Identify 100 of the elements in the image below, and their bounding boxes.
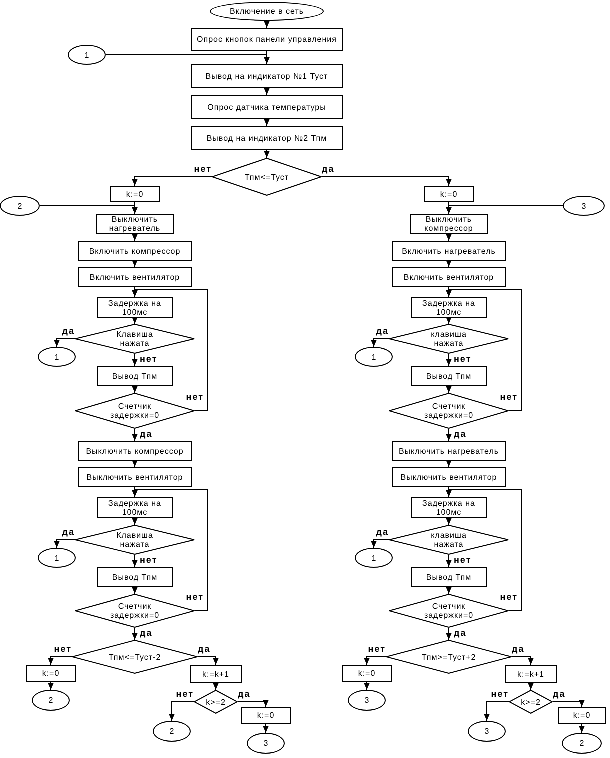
- process-box: [410, 214, 488, 234]
- flow-arrow: [446, 290, 522, 412]
- edge-label: да: [553, 689, 566, 699]
- decision-diamond: [386, 640, 512, 674]
- flow-arrow: [40, 206, 138, 214]
- flow-arrow: [446, 234, 452, 242]
- condition-text: клавиша нажата: [430, 330, 468, 348]
- edge-label: да: [322, 164, 335, 174]
- process-box: [191, 64, 343, 88]
- flow-arrow: [132, 290, 208, 412]
- connector-number: 2: [48, 696, 54, 705]
- connector-ellipse: [0, 196, 40, 216]
- flow-arrow: [132, 586, 138, 594]
- process-box: [392, 467, 506, 487]
- connector-ellipse: [355, 347, 393, 367]
- flow-arrow: [264, 118, 270, 126]
- process-box: [558, 707, 606, 724]
- edge-label: да: [198, 644, 211, 654]
- flow-arrow: [552, 700, 585, 708]
- step-text: Вывод на индикатор №2 Тпм: [206, 134, 328, 142]
- process-box: [191, 28, 343, 51]
- step-text: Выключить нагреватель: [108, 215, 162, 233]
- connector-number: 2: [18, 202, 22, 210]
- step-text: Опрос кнопок панели управления: [197, 35, 337, 44]
- flow-arrow: [132, 176, 212, 186]
- flow-arrow: [446, 518, 452, 526]
- flow-arrow: [48, 682, 54, 690]
- process-box: [411, 297, 487, 318]
- connector-ellipse: [38, 548, 76, 568]
- edge-label: да: [238, 689, 251, 699]
- step-text: k:=0: [42, 669, 60, 678]
- decision-diamond: [212, 158, 322, 196]
- flow-arrow: [446, 460, 452, 468]
- step-text: Задержка на 100мс: [108, 298, 162, 316]
- step-text: Выключить вентилятор: [86, 472, 184, 482]
- flow-arrow: [263, 724, 269, 734]
- connector-number: 3: [364, 696, 370, 705]
- edge-label: нет: [500, 592, 518, 602]
- flow-arrow: [446, 490, 522, 612]
- condition-text: Тпм<=Туст: [244, 172, 290, 182]
- flow-arrow: [446, 586, 452, 594]
- process-box: [78, 241, 192, 261]
- flow-arrow: [132, 354, 138, 366]
- process-box: [342, 665, 392, 682]
- step-text: k:=k+1: [202, 670, 230, 678]
- edge-label: да: [62, 326, 75, 336]
- edge-label: нет: [176, 689, 194, 699]
- edge-label: нет: [186, 392, 204, 402]
- process-box: [190, 665, 242, 683]
- flow-arrow: [484, 702, 510, 722]
- edge-label: нет: [186, 592, 204, 602]
- connector-ellipse: [563, 196, 605, 216]
- connector-ellipse: [348, 690, 386, 711]
- connector-number: 3: [264, 739, 268, 748]
- process-box: [411, 567, 487, 587]
- flow-arrow: [198, 656, 219, 666]
- condition-text: k>=2: [206, 698, 226, 706]
- edge-label: нет: [194, 164, 212, 174]
- step-text: Опрос датчика температуры: [208, 102, 326, 112]
- edge-label: да: [512, 644, 525, 654]
- flow-arrow: [54, 338, 76, 348]
- decision-diamond: [389, 324, 509, 354]
- flow-arrow: [371, 338, 390, 348]
- flow-arrow: [132, 554, 138, 568]
- decision-diamond: [72, 640, 198, 674]
- process-box: [78, 467, 192, 487]
- flow-arrow: [132, 386, 138, 394]
- connector-ellipse: [38, 347, 76, 367]
- process-box: [424, 186, 474, 202]
- flow-arrow: [528, 682, 534, 690]
- connector-ellipse: [355, 548, 393, 568]
- edge-label: да: [376, 326, 389, 336]
- flow-arrow: [106, 54, 270, 64]
- step-text: Вывод Тпм: [426, 372, 472, 380]
- step-text: k:=0: [358, 669, 376, 678]
- process-box: [97, 366, 173, 386]
- edge-label: нет: [140, 354, 158, 364]
- process-box: [392, 241, 506, 261]
- connector-number: 1: [372, 352, 376, 362]
- edge-label: да: [454, 628, 467, 638]
- process-box: [26, 665, 76, 682]
- condition-text: Тпм>=Туст+2: [422, 652, 476, 662]
- condition-text: Счетчик задержки=0: [423, 602, 475, 620]
- edge-label: да: [140, 429, 153, 439]
- edge-label: нет: [54, 644, 72, 654]
- process-box: [97, 297, 173, 318]
- flow-arrow: [446, 554, 452, 568]
- step-text: Вывод Тпм: [426, 572, 472, 582]
- edge-label: нет: [140, 555, 158, 565]
- edge-label: да: [140, 628, 153, 638]
- step-text: Вывод Тпм: [112, 572, 158, 582]
- connector-ellipse: [153, 721, 191, 742]
- step-text: Включить компрессор: [89, 246, 181, 256]
- step-text: Задержка на 100мс: [108, 498, 162, 516]
- process-box: [191, 95, 343, 119]
- condition-text: Тпм<=Туст-2: [108, 652, 162, 662]
- condition-text: Счетчик задержки=0: [423, 402, 475, 420]
- process-box: [392, 441, 506, 461]
- flow-arrow: [512, 656, 534, 666]
- process-box: [505, 665, 557, 683]
